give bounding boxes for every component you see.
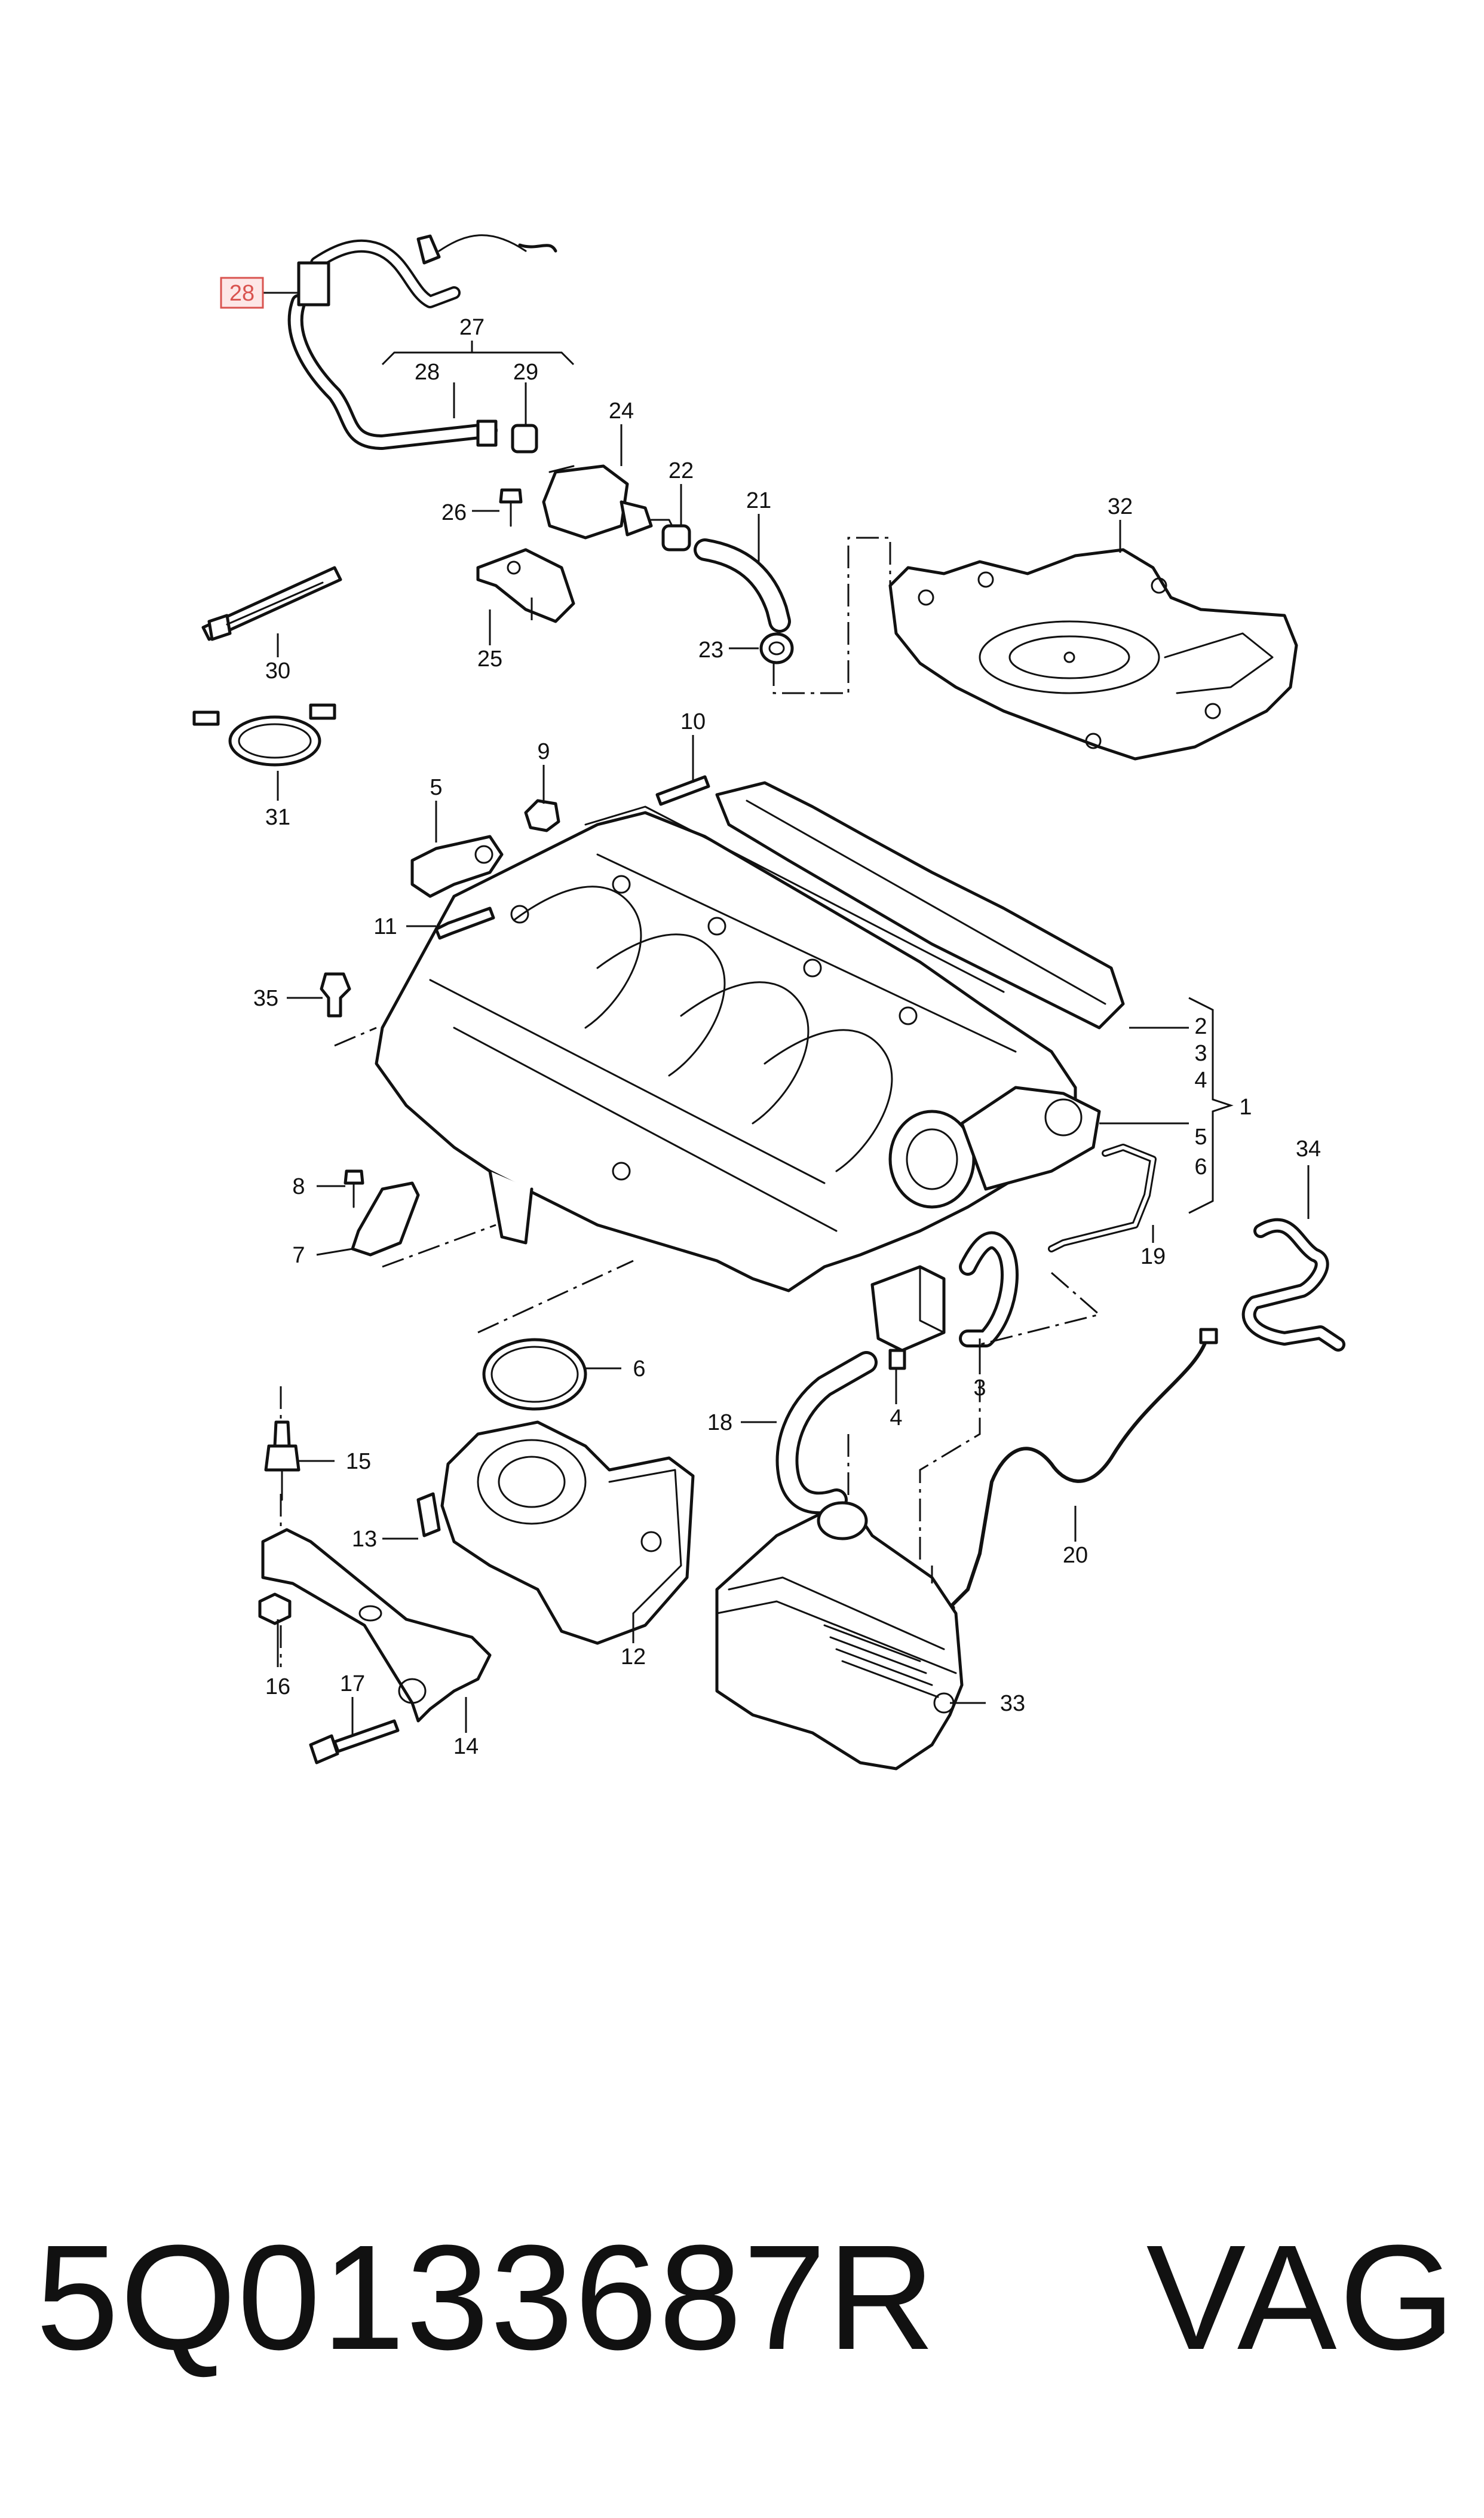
callout-4b[interactable]: 4 — [890, 1405, 902, 1430]
hose-34 — [1241, 1218, 1345, 1352]
callout-8[interactable]: 8 — [292, 1174, 305, 1199]
callout-13[interactable]: 13 — [352, 1527, 377, 1552]
callout-19[interactable]: 19 — [1140, 1244, 1166, 1269]
leader-lines — [263, 292, 1310, 1736]
callout-30[interactable]: 30 — [265, 658, 290, 684]
stud-15 — [264, 1420, 301, 1501]
clamp-23 — [759, 632, 794, 664]
throttle-body-12 — [440, 1420, 695, 1645]
callout-10[interactable]: 10 — [680, 709, 706, 734]
exploded-view-drawing: 28 27 28 29 24 22 21 26 25 23 32 30 31 5… — [192, 234, 1345, 1770]
hose-clip-22 — [661, 524, 691, 552]
valve-24 — [542, 464, 682, 540]
hose-3 — [959, 1231, 1019, 1347]
callout-18[interactable]: 18 — [707, 1410, 732, 1435]
callout-labels: 28 27 28 29 24 22 21 26 25 23 32 30 31 5… — [220, 277, 1321, 1759]
sensor-5 — [410, 835, 504, 898]
callout-4[interactable]: 4 — [1194, 1068, 1207, 1093]
assembly-lines — [280, 537, 1102, 1667]
o-ring-6 — [482, 1338, 587, 1411]
callout-6[interactable]: 6 — [1194, 1154, 1207, 1180]
callout-31[interactable]: 31 — [265, 805, 290, 830]
air-filter-housing-33 — [715, 1501, 964, 1770]
hose-clamp-31 — [192, 703, 336, 767]
callout-34[interactable]: 34 — [1296, 1137, 1321, 1162]
callout-15[interactable]: 15 — [346, 1449, 371, 1474]
bolt-13 — [416, 1492, 441, 1537]
callout-27[interactable]: 27 — [459, 315, 485, 340]
bolt-11 — [434, 906, 495, 940]
callout-16[interactable]: 16 — [265, 1674, 290, 1699]
bracket-25 — [476, 548, 575, 623]
brand-name: VAG — [1146, 2214, 1458, 2381]
bracket-7 — [351, 1181, 420, 1257]
callout-11[interactable]: 11 — [373, 914, 397, 939]
callout-28-highlighted[interactable]: 28 — [229, 281, 255, 306]
intake-manifold — [375, 781, 1125, 1292]
callout-29[interactable]: 29 — [513, 360, 538, 385]
fuel-vent-hose — [287, 234, 557, 454]
hose-19 — [1048, 1144, 1157, 1252]
callout-32[interactable]: 32 — [1108, 494, 1133, 519]
callout-5b[interactable]: 5 — [1194, 1125, 1207, 1150]
callout-24[interactable]: 24 — [609, 399, 634, 424]
highlight-box — [220, 277, 264, 309]
callout-26[interactable]: 26 — [441, 500, 467, 525]
callout-14[interactable]: 14 — [453, 1734, 479, 1759]
callout-5[interactable]: 5 — [430, 775, 442, 800]
callout-25[interactable]: 25 — [477, 647, 502, 672]
callout-2[interactable]: 2 — [1194, 1014, 1207, 1039]
callout-17[interactable]: 17 — [340, 1671, 365, 1696]
callout-23[interactable]: 23 — [698, 638, 723, 663]
callout-9[interactable]: 9 — [537, 739, 550, 764]
bolt-17 — [309, 1719, 400, 1765]
callout-6b[interactable]: 6 — [633, 1356, 645, 1381]
part-number: 5Q0133687R — [36, 2214, 937, 2381]
callout-1[interactable]: 1 — [1239, 1095, 1252, 1120]
sensor-35 — [320, 972, 351, 1018]
callout-7[interactable]: 7 — [292, 1243, 305, 1268]
hose-18 — [775, 1351, 878, 1515]
callout-35[interactable]: 35 — [253, 986, 278, 1011]
valve-cover-32 — [888, 548, 1298, 761]
nut-16 — [258, 1592, 292, 1625]
cable-tie-30 — [201, 566, 342, 641]
callout-33[interactable]: 33 — [1000, 1691, 1025, 1716]
footer: 5Q0133687R VAG — [36, 2223, 1458, 2402]
callout-22[interactable]: 22 — [669, 458, 694, 483]
hose-21 — [694, 538, 791, 633]
callout-12[interactable]: 12 — [621, 1644, 646, 1670]
hose-clip-29 — [511, 424, 538, 454]
nut-9 — [524, 799, 560, 832]
bolt-26 — [499, 488, 523, 527]
solenoid-valve-4 — [870, 1265, 946, 1370]
bracket-14 — [261, 1528, 492, 1723]
callout-3[interactable]: 3 — [1194, 1041, 1207, 1066]
callout-3b[interactable]: 3 — [973, 1376, 986, 1401]
stud-10 — [655, 775, 710, 806]
callout-28[interactable]: 28 — [415, 360, 440, 385]
callout-21[interactable]: 21 — [746, 488, 771, 513]
bolt-8 — [344, 1169, 364, 1208]
callout-20[interactable]: 20 — [1063, 1543, 1088, 1568]
